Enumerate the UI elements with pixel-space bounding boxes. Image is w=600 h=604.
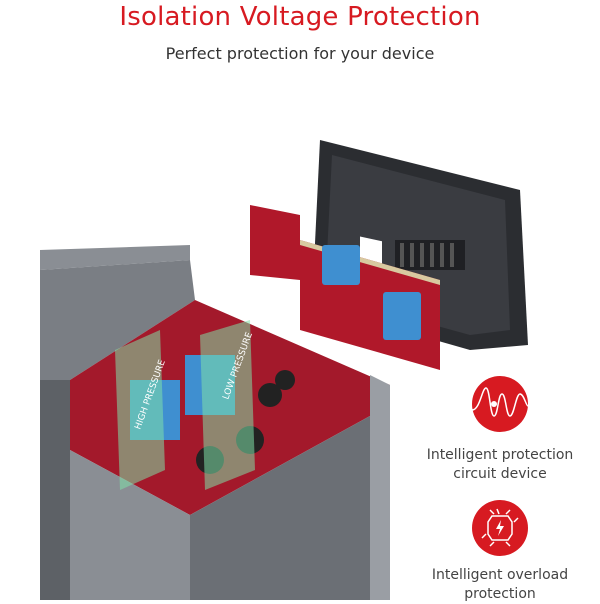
charger-exploded-illustration: HIGH PRESSURE LOW PRESSURE — [40, 140, 528, 600]
feature-1-line-1: Intelligent protection — [426, 447, 574, 463]
waveform-icon — [472, 376, 528, 432]
feature-2-line-1: Intelligent overload — [431, 567, 569, 583]
chip-lightning-icon — [472, 500, 528, 556]
feature-1-line-2: circuit device — [453, 466, 547, 482]
feature-overload-protection: Intelligent overload protection — [400, 500, 600, 604]
page-subtitle: Perfect protection for your device — [165, 44, 435, 63]
feature-2-line-2: protection — [464, 586, 536, 602]
isolation-shields: HIGH PRESSURE LOW PRESSURE — [115, 320, 255, 490]
feature-protection-circuit: Intelligent protection circuit device — [400, 376, 600, 484]
small-pcb — [250, 205, 440, 370]
page-title: Isolation Voltage Protection — [119, 2, 481, 32]
